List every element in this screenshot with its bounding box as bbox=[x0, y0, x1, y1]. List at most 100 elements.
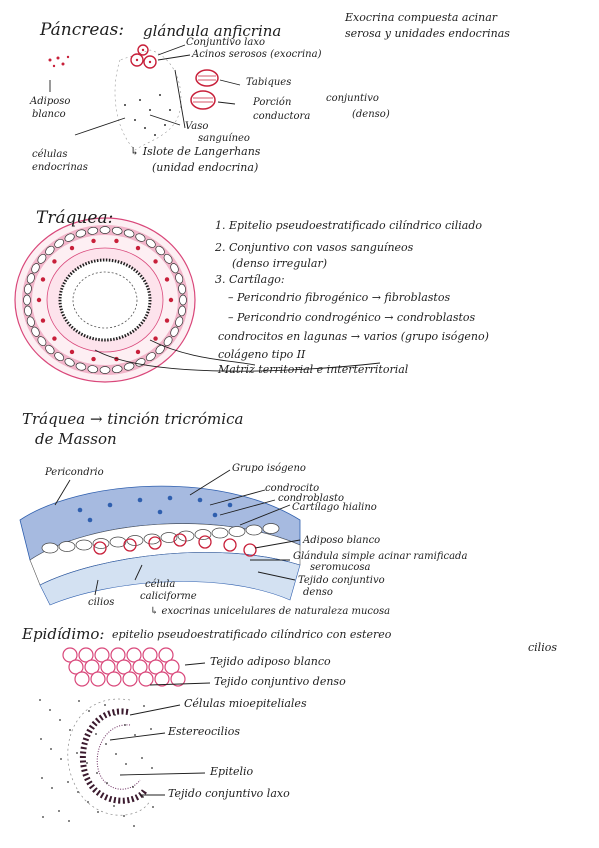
chondrocyte bbox=[170, 326, 179, 337]
label-adiposo-1: Adiposo bbox=[30, 96, 71, 107]
connective-dot bbox=[113, 805, 115, 807]
connective-dot bbox=[86, 762, 88, 764]
chondrocyte bbox=[87, 365, 99, 374]
trachea-lumen bbox=[72, 271, 138, 329]
pancreas-desc-2: serosa y unidades endocrinas bbox=[345, 27, 510, 40]
epididymis-label-epitelio: Epitelio bbox=[210, 765, 254, 778]
connective-dot bbox=[115, 753, 117, 755]
trachea-item-1: 1. Epitelio pseudoestratificado cilíndri… bbox=[215, 219, 482, 232]
chondrocyte bbox=[37, 253, 47, 264]
chondrocyte bbox=[163, 336, 173, 347]
red-nucleus bbox=[135, 349, 141, 355]
epididymis-adipocytes bbox=[62, 647, 186, 687]
connective-dot bbox=[114, 714, 116, 716]
connective-dot bbox=[68, 820, 70, 822]
masson-label-exocrinas: ↳ exocrinas unicelulares de naturaleza m… bbox=[150, 606, 391, 617]
chondrocyte bbox=[31, 263, 40, 274]
chondrocyte bbox=[170, 263, 179, 274]
chondrocyte bbox=[145, 238, 156, 248]
connective-dot bbox=[50, 748, 52, 750]
gland-acinus bbox=[243, 543, 257, 557]
adipocyte bbox=[110, 647, 126, 663]
trachea-item-3: 3. Cartílago: bbox=[215, 273, 285, 286]
chondrocyte-nucleus bbox=[157, 509, 163, 515]
connective-dot bbox=[151, 767, 153, 769]
adipocyte bbox=[90, 671, 106, 687]
adipocyte bbox=[143, 533, 161, 545]
red-nucleus bbox=[164, 277, 170, 282]
adipocyte bbox=[84, 659, 100, 675]
connective-dot bbox=[124, 724, 126, 726]
trachea-chondrocytes bbox=[23, 226, 187, 374]
red-nucleus bbox=[40, 318, 46, 323]
red-nucleus bbox=[153, 336, 158, 341]
red-nucleus bbox=[91, 356, 96, 362]
masson-label-cilios: cilios bbox=[88, 597, 115, 608]
chondrocyte bbox=[145, 352, 156, 362]
chondrocyte bbox=[135, 233, 146, 242]
gland-acinus bbox=[198, 535, 212, 549]
chondrocyte bbox=[123, 229, 135, 238]
label-vaso-2: sanguíneo bbox=[198, 133, 250, 144]
epididymis-dots bbox=[39, 699, 154, 827]
chondrocyte-nucleus bbox=[167, 495, 173, 501]
label-conjuntivo: conjuntivo bbox=[326, 93, 379, 104]
connective-dot bbox=[132, 786, 134, 788]
connective-dot bbox=[78, 700, 80, 702]
adipocyte bbox=[154, 671, 170, 687]
trachea-item-3c: condrocitos en lagunas → varios (grupo i… bbox=[218, 330, 489, 343]
connective-dot bbox=[96, 772, 98, 774]
epididymis-pointers bbox=[109, 662, 211, 796]
label-acinos-serosos: Acinos serosos (exocrina) bbox=[192, 49, 322, 60]
chondrocyte bbox=[123, 362, 135, 371]
adipocyte bbox=[100, 659, 116, 675]
trachea-item-3d: colágeno tipo II bbox=[218, 348, 306, 361]
trachea-pointers bbox=[94, 339, 381, 372]
trachea-title: Tráquea: bbox=[36, 208, 114, 228]
chondrocyte bbox=[24, 283, 32, 295]
adipocyte bbox=[132, 659, 148, 675]
pancreas-islet-dots bbox=[48, 48, 152, 68]
pancreas-arrows bbox=[49, 44, 241, 136]
adipocyte bbox=[142, 647, 158, 663]
adipocyte bbox=[126, 535, 144, 546]
epididymis-label-conjuntivo-denso: Tejido conjuntivo denso bbox=[214, 675, 346, 688]
masson-label-tejido-1: Tejido conjuntivo bbox=[298, 575, 385, 586]
red-nucleus bbox=[135, 245, 141, 251]
adipocyte bbox=[116, 659, 132, 675]
connective-dot bbox=[58, 810, 60, 812]
connective-dot bbox=[87, 801, 89, 803]
conductive-duct bbox=[190, 69, 219, 110]
label-unidad-endocrina: (unidad endocrina) bbox=[152, 161, 259, 174]
acinus-cluster bbox=[130, 44, 157, 69]
adipocyte bbox=[138, 671, 154, 687]
masson-adipocytes bbox=[41, 523, 280, 554]
connective-dot bbox=[106, 782, 108, 784]
chondrocyte bbox=[64, 358, 75, 367]
red-nucleus bbox=[69, 349, 75, 355]
adipocyte bbox=[41, 542, 59, 554]
adipocyte bbox=[58, 541, 76, 552]
connective-dot bbox=[41, 777, 43, 779]
connective-dot bbox=[125, 763, 127, 765]
chondrocyte bbox=[179, 294, 187, 306]
connective-dot bbox=[95, 733, 97, 735]
trachea-item-2b: (denso irregular) bbox=[232, 257, 327, 270]
label-adiposo-2: blanco bbox=[32, 109, 66, 120]
connective-dot bbox=[69, 729, 71, 731]
masson-label-adiposo: Adiposo blanco bbox=[303, 535, 381, 546]
masson-label-pericondrio: Pericondrio bbox=[45, 467, 104, 478]
epididymis-label-conjuntivo-laxo: Tejido conjuntivo laxo bbox=[168, 787, 290, 800]
chondrocyte bbox=[99, 366, 111, 374]
connective-dot bbox=[141, 757, 143, 759]
trachea-item-3a: – Pericondrio fibrogénico → fibroblastos bbox=[228, 291, 451, 304]
chondrocyte bbox=[26, 273, 35, 284]
gland-acinus bbox=[223, 538, 237, 552]
connective-dot bbox=[51, 787, 53, 789]
chondrocyte bbox=[163, 253, 173, 264]
pancreas-title: Páncreas: bbox=[40, 20, 125, 40]
red-nucleus bbox=[52, 336, 57, 341]
red-nucleus bbox=[36, 297, 42, 303]
red-nucleus bbox=[91, 238, 96, 244]
label-conductora: conductora bbox=[253, 111, 311, 122]
